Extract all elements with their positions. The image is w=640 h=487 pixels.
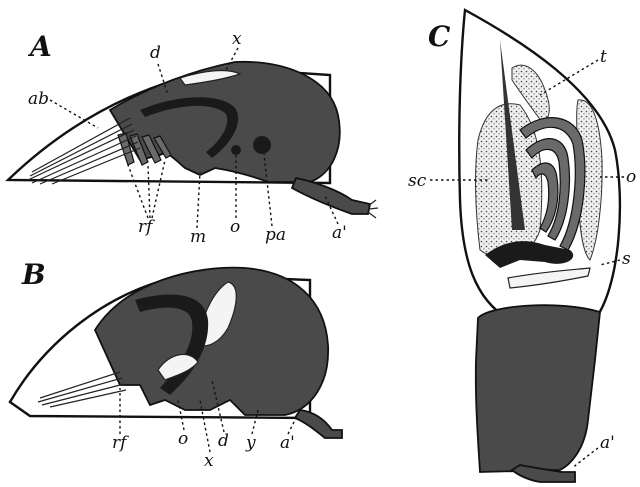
panel-b: [10, 268, 342, 438]
panel-c-label: C: [428, 20, 451, 53]
panel-a: [8, 62, 378, 218]
panel-c-label-o: o: [626, 167, 636, 187]
panel-b-label-x: x: [204, 451, 214, 471]
panel-b-label-y: y: [245, 433, 256, 453]
panel-b-label: B: [21, 258, 46, 291]
panel-b-label-rf: rf: [112, 433, 129, 453]
panel-a-label-x: x: [232, 29, 242, 49]
panel-c-label-t: t: [600, 47, 607, 67]
panel-a-label-o: o: [230, 217, 240, 237]
panel-a-organ-pa: [253, 136, 271, 154]
panel-c-label-s: s: [622, 249, 631, 269]
panel-a-label-a-prime: a': [332, 223, 347, 243]
panel-a-label-m: m: [190, 227, 206, 247]
panel-c: [459, 10, 620, 482]
panel-a-label-rf: rf: [138, 217, 155, 237]
panel-b-label-d: d: [218, 431, 229, 451]
panel-a-label-pa: pa: [265, 225, 286, 245]
panel-b-foot: [295, 410, 342, 438]
panel-a-label-ab: ab: [28, 89, 49, 109]
panel-a-organ-o: [231, 145, 241, 155]
panel-c-peduncle: [476, 305, 600, 472]
panel-a-label: A: [27, 30, 52, 63]
panel-a-foot-cilia: [368, 200, 378, 218]
panel-b-label-o: o: [178, 429, 188, 449]
panel-a-label-d: d: [150, 43, 161, 63]
panel-c-label-a-prime: a': [600, 433, 615, 453]
panel-c-label-sc: sc: [408, 171, 427, 191]
panel-b-label-a-prime: a': [280, 433, 295, 453]
